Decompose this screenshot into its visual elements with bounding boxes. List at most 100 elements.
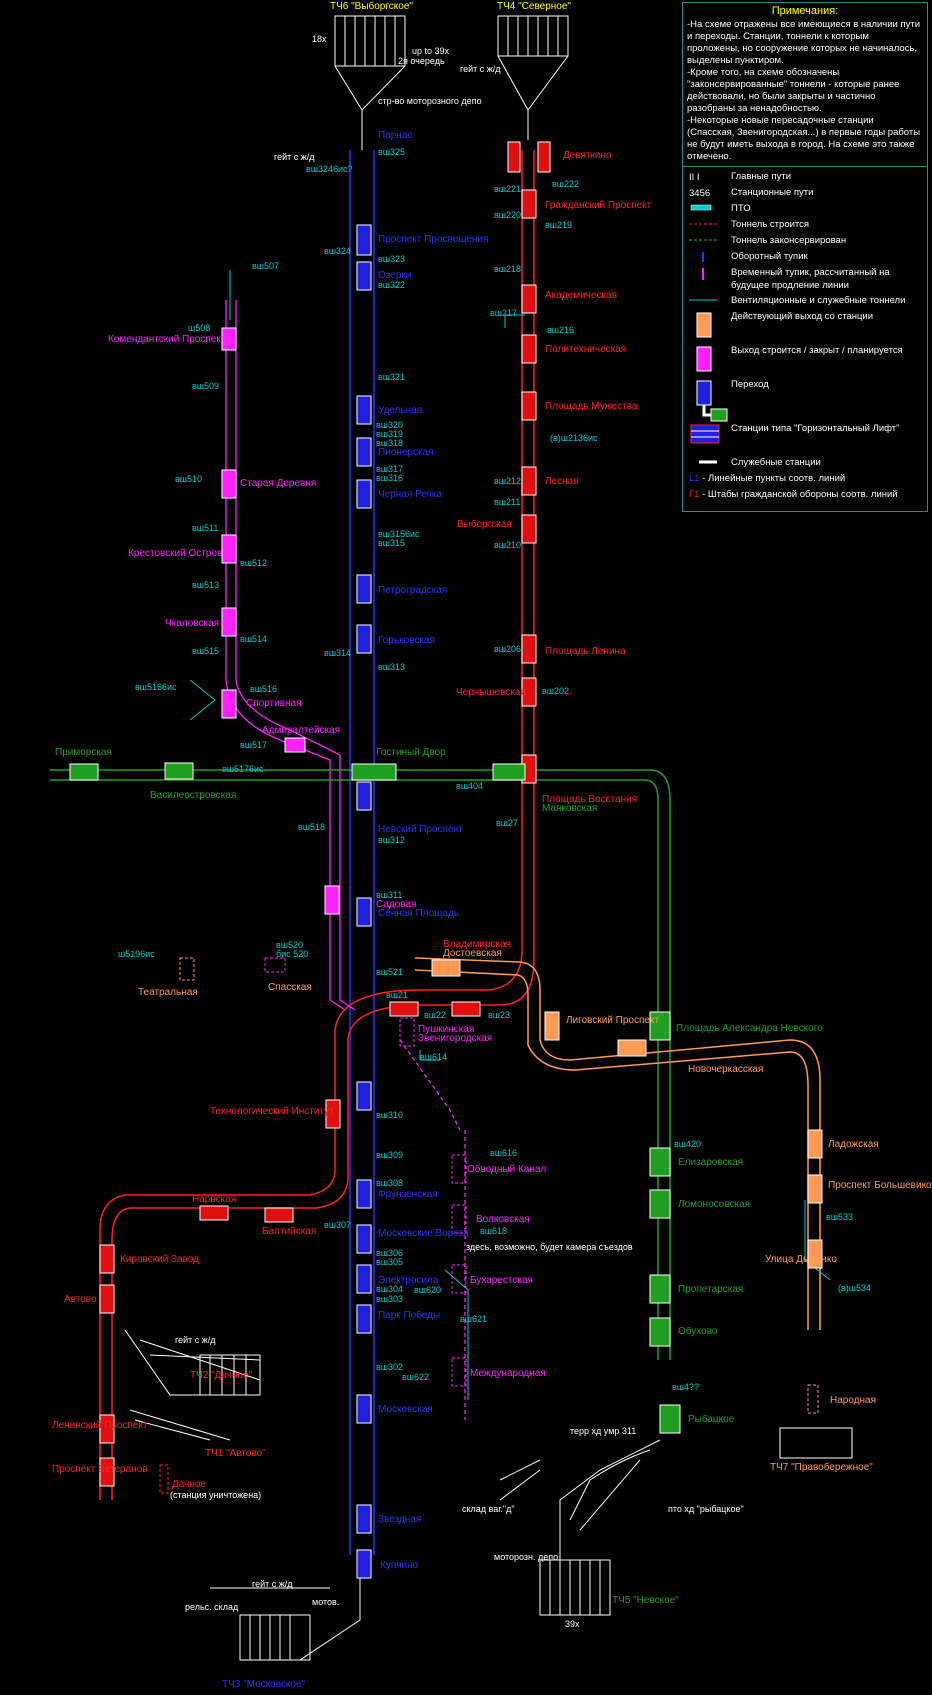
- depot-tch2-label: ТЧ2 "Дачное": [190, 1370, 253, 1381]
- shaft-label: вш533: [826, 1212, 853, 1222]
- legend-sym-civil-defense: Г1: [689, 489, 700, 500]
- st-akademicheskaya: Академическая: [545, 290, 617, 301]
- st-veteranov: Проспект Ветеранов: [52, 1464, 148, 1475]
- shaft-label: вш212: [494, 476, 521, 486]
- misc-39x: 39x: [565, 1619, 580, 1629]
- shaft-label: вш217: [490, 308, 517, 318]
- shaft-label: вш5176ис: [222, 764, 264, 774]
- pto-icon: [690, 204, 712, 211]
- line-4-names: Лиговский Проспект Новочеркасская Ладожс…: [138, 982, 932, 1406]
- misc-gate-4: гейт с ж/д: [252, 1579, 293, 1589]
- turnback-dead-end-icon: [702, 252, 704, 262]
- legend-item: L1 - Линейные пункты соотв. линий: [683, 472, 927, 488]
- legend-label: Вентиляционные и служебные тоннели: [731, 295, 906, 306]
- shaft-label: вш302: [376, 1362, 403, 1372]
- legend-item: Г1 - Штабы гражданской обороны соотв. ли…: [683, 488, 927, 504]
- legend-note: -На схеме отражены все имеющиеся в налич…: [687, 19, 921, 66]
- st-ladozhskaya: Ладожская: [828, 1139, 879, 1150]
- st-teatralnaya: Театральная: [138, 987, 198, 998]
- st-admiralteyskaya: Адмиралтейская: [262, 725, 340, 736]
- shaft-label: вш23: [488, 1010, 510, 1020]
- st-sennaya: Сенная Площадь: [378, 908, 459, 919]
- st-grazhdansky: Гражданский Проспект: [545, 200, 652, 211]
- shaft-label: вш515: [192, 646, 219, 656]
- st-narvskaya: Нарвская: [192, 1194, 236, 1205]
- shaft-label: вш27: [496, 818, 518, 828]
- legend-item: Тоннель законсервирован: [683, 234, 927, 250]
- st-prosvescheniya: Проспект Просвещения: [378, 234, 488, 245]
- st-ligovsky: Лиговский Проспект: [566, 1015, 659, 1026]
- shaft-label: вш310: [376, 1110, 403, 1120]
- st-mezhdunarodnaya: Международная: [470, 1368, 546, 1379]
- st-kirovsky: Кировский Завод: [120, 1254, 199, 1265]
- depot-tch5: [499, 1439, 661, 1616]
- shaft-label: ш508: [188, 323, 210, 333]
- shaft-label: вш621: [460, 1314, 487, 1324]
- legend-item: ПТО: [683, 202, 927, 218]
- st-lesnaya: Лесная: [545, 476, 579, 487]
- legend-item: Действующий выход со станции: [683, 310, 927, 344]
- st-leninsky: Ленинский Проспект: [52, 1420, 148, 1431]
- depot-tch1-label: ТЧ1 "Автово": [205, 1448, 266, 1459]
- line-1-tunnels: [99, 150, 535, 1500]
- legend-label: - Линейные пункты соотв. линий: [699, 473, 846, 484]
- misc-gate-2: гейт с ж/д: [460, 64, 501, 74]
- legend-label: Оборотный тупик: [731, 251, 808, 262]
- misc-depot-build: стр-во моторозного депо: [378, 96, 482, 106]
- legend-item: Тоннель строится: [683, 218, 927, 234]
- shaft-label: вш311: [376, 890, 402, 900]
- depot-tch7-label: ТЧ7 "Правобережное": [770, 1461, 873, 1473]
- shaft-label: вш313: [378, 662, 405, 672]
- shaft-label: вш306: [376, 1248, 403, 1258]
- shaft-label: вш22: [424, 1010, 446, 1020]
- line-2-names: Парнас Проспект Просвещения Озерки Удель…: [376, 130, 488, 1571]
- st-tekh: Технологический Институт: [210, 1106, 334, 1117]
- shaft-label: вш516: [250, 684, 277, 694]
- st-dybenko: Улица Дыбенко: [765, 1253, 837, 1265]
- line-4-tunnels: [414, 957, 821, 1330]
- shaft-label: вш324: [324, 246, 351, 256]
- legend-label: - Штабы гражданской обороны соотв. линий: [699, 489, 898, 500]
- shaft-label: вш316: [376, 473, 403, 483]
- st-muzhestva: Площадь Мужества: [545, 401, 638, 412]
- st-staraya: Старая Деревня: [240, 478, 316, 489]
- legend-label: Станции типа "Горизонтальный Лифт": [731, 423, 900, 434]
- line-5-names: Комендантский Проспект Старая Деревня Кр…: [108, 334, 546, 1379]
- legend-label: Выход строится / закрыт / планируется: [731, 345, 903, 356]
- misc-rels: рельс. склад: [185, 1602, 239, 1612]
- shaft-label: вш216: [547, 325, 574, 335]
- legend-notes: -На схеме отражены все имеющиеся в налич…: [683, 19, 927, 163]
- legend-note: -Кроме того, на схеме обозначены "законс…: [687, 67, 900, 114]
- st-al-nevskogo: Площадь Александра Невского: [676, 1023, 823, 1034]
- shaft-label: вш308: [376, 1178, 403, 1188]
- shaft-label: вш305: [376, 1257, 403, 1267]
- st-gostiny: Гостиный Двор: [376, 747, 446, 758]
- line-3-tunnels: [50, 769, 671, 1360]
- misc-gate-3: гейт с ж/д: [175, 1335, 216, 1345]
- shaft-label: вш614: [420, 1052, 447, 1062]
- legend-label: Служебные станции: [731, 457, 821, 468]
- st-lenina: Площадь Ленина: [545, 646, 626, 657]
- shaft-label: вш319: [376, 429, 403, 439]
- st-elizarovskaya: Елизаровская: [678, 1157, 743, 1168]
- st-vladimirskaya: Владимирская: [443, 939, 511, 950]
- depot-tch4-label: ТЧ4 "Северное": [497, 1, 571, 12]
- st-mosk-vorota: Московские Ворота: [378, 1228, 469, 1239]
- st-chkalovskaya: Чкаловская: [165, 618, 219, 629]
- st-proletarskaya: Пролетарская: [678, 1284, 743, 1295]
- shaft-label: вш221: [494, 184, 521, 194]
- legend-item: Выход строится / закрыт / планируется: [683, 344, 927, 378]
- st-devyatkino: Девяткино: [563, 150, 612, 161]
- line-1-stations: [99, 141, 551, 1494]
- shaft-label: (в)ш534: [838, 1283, 871, 1293]
- shaft-label: вш323: [378, 254, 405, 264]
- shaft-label: вш512: [240, 558, 267, 568]
- st-dostoevskaya: Достоевская: [443, 948, 502, 959]
- st-volkovskaya: Волковская: [476, 1214, 530, 1225]
- st-obukhovo: Обухово: [678, 1325, 718, 1337]
- shaft-label: вш622: [402, 1372, 429, 1382]
- depot-tch6-label: ТЧ6 "Выборгское": [330, 0, 413, 12]
- horizontal-lift-icon: [690, 424, 720, 444]
- shaft-label: вш5166ис: [135, 682, 177, 692]
